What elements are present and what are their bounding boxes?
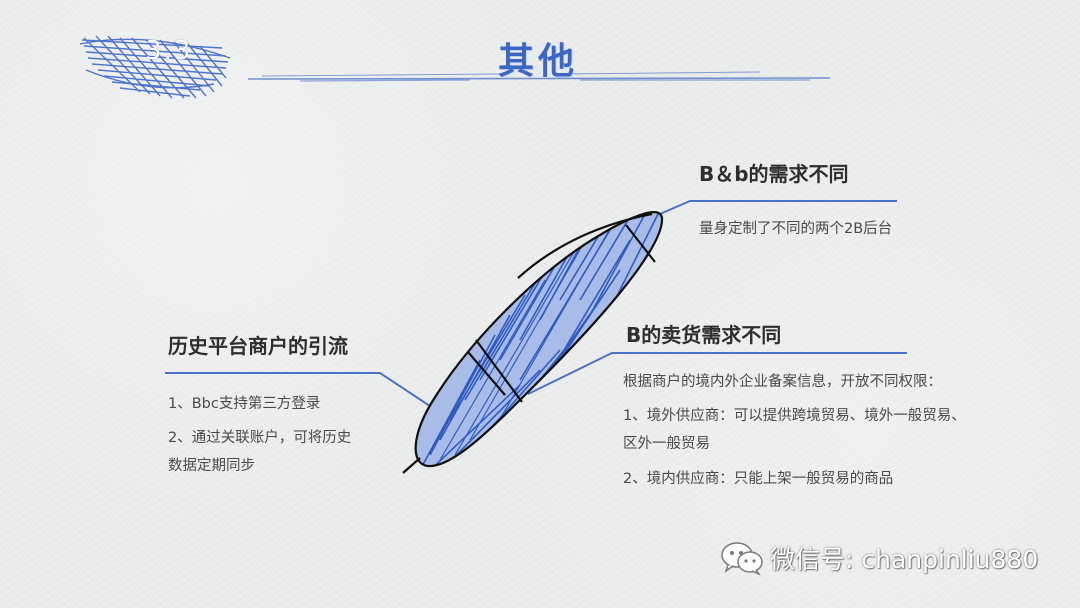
block-text-line: 1、境外供应商：可以提供跨境贸易、境外一般贸易、 xyxy=(623,408,966,424)
page-title: 其他 xyxy=(498,41,579,82)
block-text-line: 2、境内供应商：只能上架一般贸易的商品 xyxy=(623,471,894,487)
header-underline xyxy=(247,71,831,82)
pen-illustration xyxy=(402,211,664,474)
block-text-bb-needs: 量身定制了不同的两个2B后台 xyxy=(699,221,893,237)
block-text-line: 区外一般贸易 xyxy=(623,436,710,452)
block-title-b-selling-needs: B的卖货需求不同 xyxy=(626,323,782,347)
block-title-merchant-traffic: 历史平台商户的引流 xyxy=(168,334,348,358)
block-text-line: 1、Bbc支持第三方登录 xyxy=(168,396,321,412)
block-text-line: 数据定期同步 xyxy=(168,458,255,474)
block-title-bb-needs: B＆b的需求不同 xyxy=(699,162,849,186)
wechat-watermark: 微信号: chanpinliu880 xyxy=(720,540,1038,576)
connector-lines xyxy=(165,200,907,415)
watermark-text: 微信号: chanpinliu880 xyxy=(770,545,1039,574)
block-text-line: 根据商户的境内外企业备案信息，开放不同权限： xyxy=(623,374,942,390)
section-number: 3.3 xyxy=(145,36,193,66)
wechat-icon xyxy=(720,541,764,576)
header-scribble xyxy=(79,35,231,99)
block-text-line: 2、通过关联账户，可将历史 xyxy=(168,430,352,446)
